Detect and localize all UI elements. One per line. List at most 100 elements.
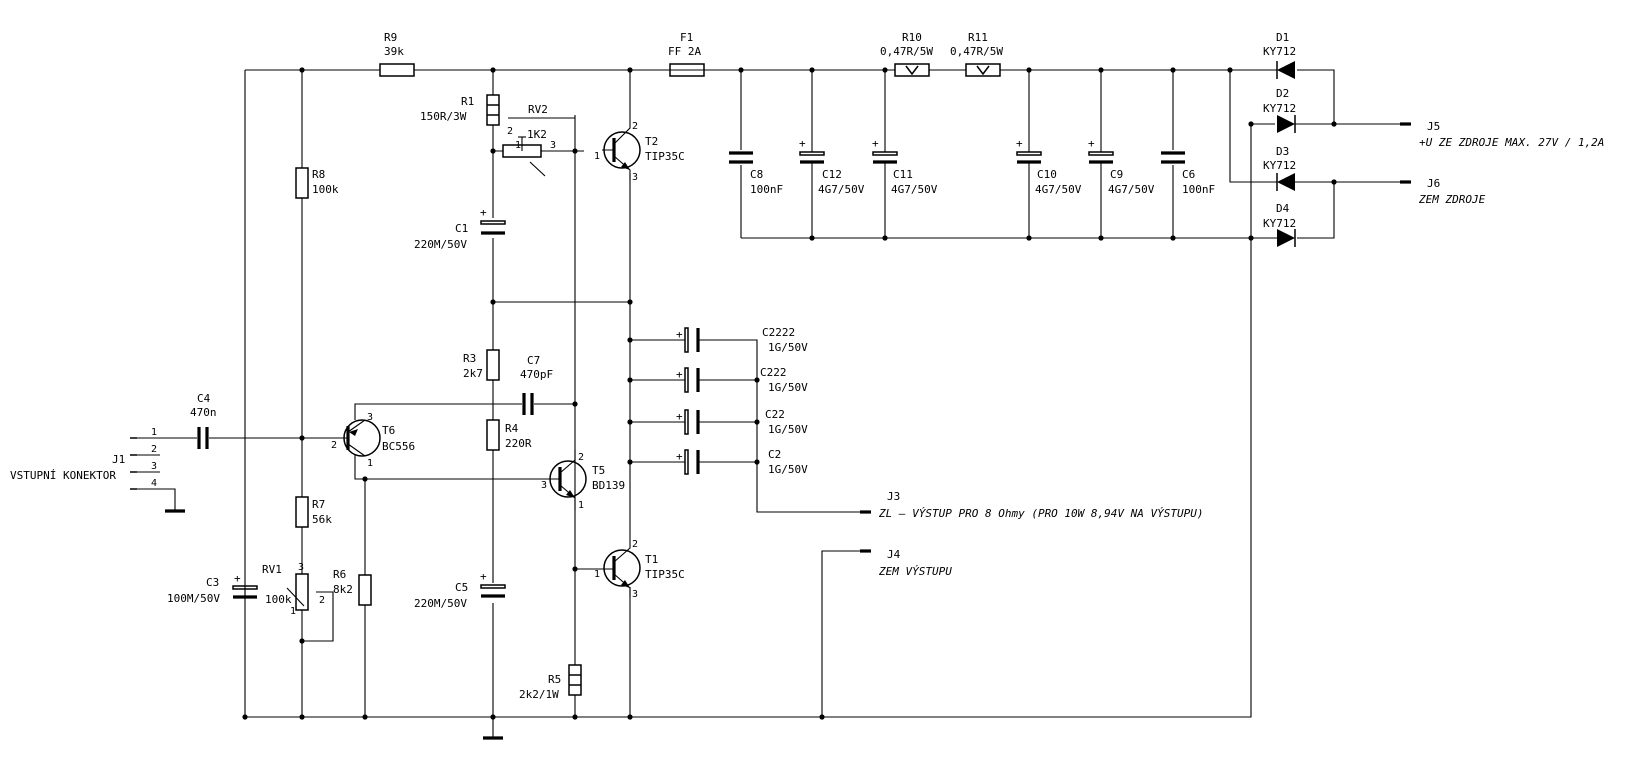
label-ref: R9 bbox=[384, 31, 397, 44]
label-ref: F1 bbox=[680, 31, 693, 44]
label-value: KY712 bbox=[1263, 159, 1296, 172]
label-value: BD139 bbox=[592, 479, 625, 492]
pin-number: 2 bbox=[578, 452, 584, 463]
transistor-T2: T2 TIP35C 1 2 3 bbox=[594, 120, 685, 183]
label-ref: J1 bbox=[112, 453, 125, 466]
pin-number: 1 bbox=[290, 606, 296, 617]
transistor-T1: T1 TIP35C 1 2 3 bbox=[594, 532, 685, 600]
label-ref: R8 bbox=[312, 168, 325, 181]
label-value: 1G/50V bbox=[768, 423, 808, 436]
label-ref: T6 bbox=[382, 424, 395, 437]
label-value: KY712 bbox=[1263, 217, 1296, 230]
resistor-R5: R5 2k2/1W bbox=[519, 664, 582, 701]
label-ref: R3 bbox=[463, 352, 476, 365]
label-ref: C3 bbox=[206, 576, 219, 589]
label-ref: C7 bbox=[527, 354, 540, 367]
capacitor-C2222: + C2222 1G/50V bbox=[676, 326, 808, 354]
polarity-mark: + bbox=[480, 570, 487, 583]
pin-number: 3 bbox=[632, 172, 638, 183]
wires bbox=[134, 69, 1400, 737]
label-value: 100nF bbox=[750, 183, 783, 196]
capacitor-C5: + C5 220M/50V bbox=[414, 570, 506, 610]
label-ref: C2 bbox=[768, 448, 781, 461]
label-ref: C22 bbox=[765, 408, 785, 421]
label-ref: D3 bbox=[1276, 145, 1289, 158]
capacitor-C22: + C22 1G/50V bbox=[676, 408, 808, 436]
label-ref: R4 bbox=[505, 422, 519, 435]
label-ref: C2222 bbox=[762, 326, 795, 339]
label-value: 0,47R/5W bbox=[950, 45, 1003, 58]
label-value: 2k7 bbox=[463, 367, 483, 380]
label-ref: C4 bbox=[197, 392, 211, 405]
pin-number: 1 bbox=[578, 500, 584, 511]
label-value: 1G/50V bbox=[768, 341, 808, 354]
polarity-mark: + bbox=[676, 368, 683, 381]
trimmer-RV2: RV2 1K2 2 1 3 bbox=[502, 103, 556, 158]
label-ref: C10 bbox=[1037, 168, 1057, 181]
label-value: 220R bbox=[505, 437, 532, 450]
trimmer-RV1: RV1 100k 3 2 1 bbox=[262, 562, 325, 617]
label-value: 470pF bbox=[520, 368, 553, 381]
capacitor-C11: + C11 4G7/50V bbox=[872, 137, 938, 196]
label-ref: R1 bbox=[461, 95, 474, 108]
label-value: 220M/50V bbox=[414, 597, 467, 610]
label-ref: RV1 bbox=[262, 563, 282, 576]
connector-description: ZL – VÝSTUP PRO 8 Ohmy (PRO 10W 8,94V NA… bbox=[878, 507, 1204, 520]
label-ref: D4 bbox=[1276, 202, 1290, 215]
label-ref: RV2 bbox=[528, 103, 548, 116]
resistor-R10: R10 0,47R/5W bbox=[880, 31, 933, 77]
label-value: BC556 bbox=[382, 440, 415, 453]
label-value: TIP35C bbox=[645, 150, 685, 163]
polarity-mark: + bbox=[480, 206, 487, 219]
label-value: 39k bbox=[384, 45, 404, 58]
label-ref: T2 bbox=[645, 135, 658, 148]
label-ref: R11 bbox=[968, 31, 988, 44]
label-ref: C222 bbox=[760, 366, 787, 379]
polarity-mark: + bbox=[234, 572, 241, 585]
label-value: FF 2A bbox=[668, 45, 701, 58]
diode-D3: D3 KY712 bbox=[1263, 145, 1296, 191]
label-value: TIP35C bbox=[645, 568, 685, 581]
pin-number: 3 bbox=[298, 562, 304, 573]
connector-J1: 1 2 3 4 J1 VSTUPNÍ KONEKTOR bbox=[10, 427, 185, 513]
polarity-mark: + bbox=[676, 328, 683, 341]
capacitor-C3: + C3 100M/50V bbox=[167, 572, 258, 605]
pin-number: 1 bbox=[594, 569, 600, 580]
label-value: 4G7/50V bbox=[818, 183, 865, 196]
label-ref: R6 bbox=[333, 568, 346, 581]
pin-number: 2 bbox=[632, 539, 638, 550]
pin-number: 2 bbox=[151, 444, 157, 455]
label-value: 150R/3W bbox=[420, 110, 467, 123]
pin-number: 2 bbox=[331, 440, 337, 451]
label-ref: R7 bbox=[312, 498, 325, 511]
polarity-mark: + bbox=[676, 410, 683, 423]
pin-number: 3 bbox=[550, 140, 556, 151]
polarity-mark: + bbox=[872, 137, 879, 150]
connector-description: ZEM ZDROJE bbox=[1418, 193, 1486, 206]
label-value: 4G7/50V bbox=[1108, 183, 1155, 196]
label-ref: C12 bbox=[822, 168, 842, 181]
label-ref: C11 bbox=[893, 168, 913, 181]
label-ref: C6 bbox=[1182, 168, 1195, 181]
capacitor-C4: C4 470n bbox=[190, 392, 217, 449]
diode-D4: D4 KY712 bbox=[1263, 202, 1296, 247]
transistor-T5: T5 BD139 3 2 1 bbox=[541, 450, 625, 511]
pin-number: 1 bbox=[594, 151, 600, 162]
capacitor-C10: + C10 4G7/50V bbox=[1016, 137, 1082, 196]
pin-number: 3 bbox=[367, 412, 373, 423]
capacitor-C6: C6 100nF bbox=[1161, 151, 1215, 196]
pin-number: 1 bbox=[151, 427, 157, 438]
connector-J6: J6 ZEM ZDROJE bbox=[1400, 177, 1486, 206]
pin-number: 2 bbox=[632, 121, 638, 132]
label-value: 100k bbox=[312, 183, 339, 196]
label-value: 220M/50V bbox=[414, 238, 467, 251]
polarity-mark: + bbox=[799, 137, 806, 150]
label-value: 100nF bbox=[1182, 183, 1215, 196]
label-ref: J3 bbox=[887, 490, 900, 503]
label-value: 470n bbox=[190, 406, 217, 419]
capacitor-C12: + C12 4G7/50V bbox=[799, 137, 865, 196]
capacitor-C2: + C2 1G/50V bbox=[676, 448, 808, 476]
pin-number: 2 bbox=[319, 595, 325, 606]
transistor-T6: T6 BC556 2 3 1 bbox=[331, 412, 415, 469]
